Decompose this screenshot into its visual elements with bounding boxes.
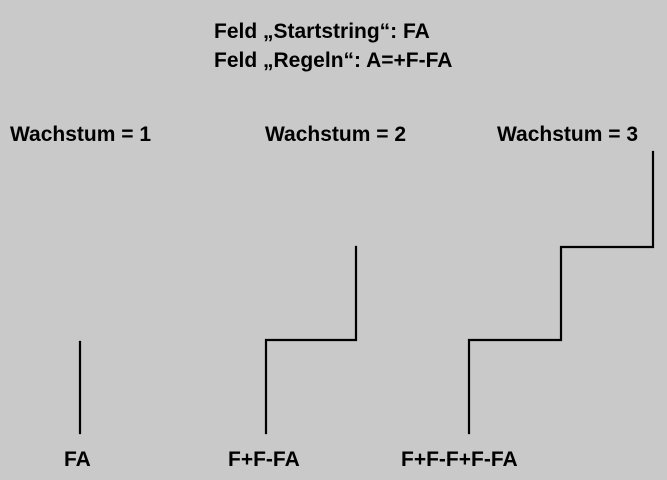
stage-1-result: FA: [64, 448, 91, 471]
stage-3-result: F+F-F+F-FA: [401, 448, 518, 471]
start-string-line: Feld „Startstring“: FA: [214, 20, 430, 43]
rules-line: Feld „Regeln“: A=+F-FA: [214, 49, 453, 72]
stage-1-heading: Wachstum = 1: [10, 123, 152, 146]
stage-3-path: [467, 150, 655, 435]
stage-2-path: [264, 245, 358, 435]
rule-definition: Feld „Startstring“: FA Feld „Regeln“: A=…: [214, 17, 452, 75]
stage-3-heading: Wachstum = 3: [497, 123, 639, 146]
stage-2-result: F+F-FA: [228, 448, 300, 471]
stage-2-heading: Wachstum = 2: [265, 123, 407, 146]
